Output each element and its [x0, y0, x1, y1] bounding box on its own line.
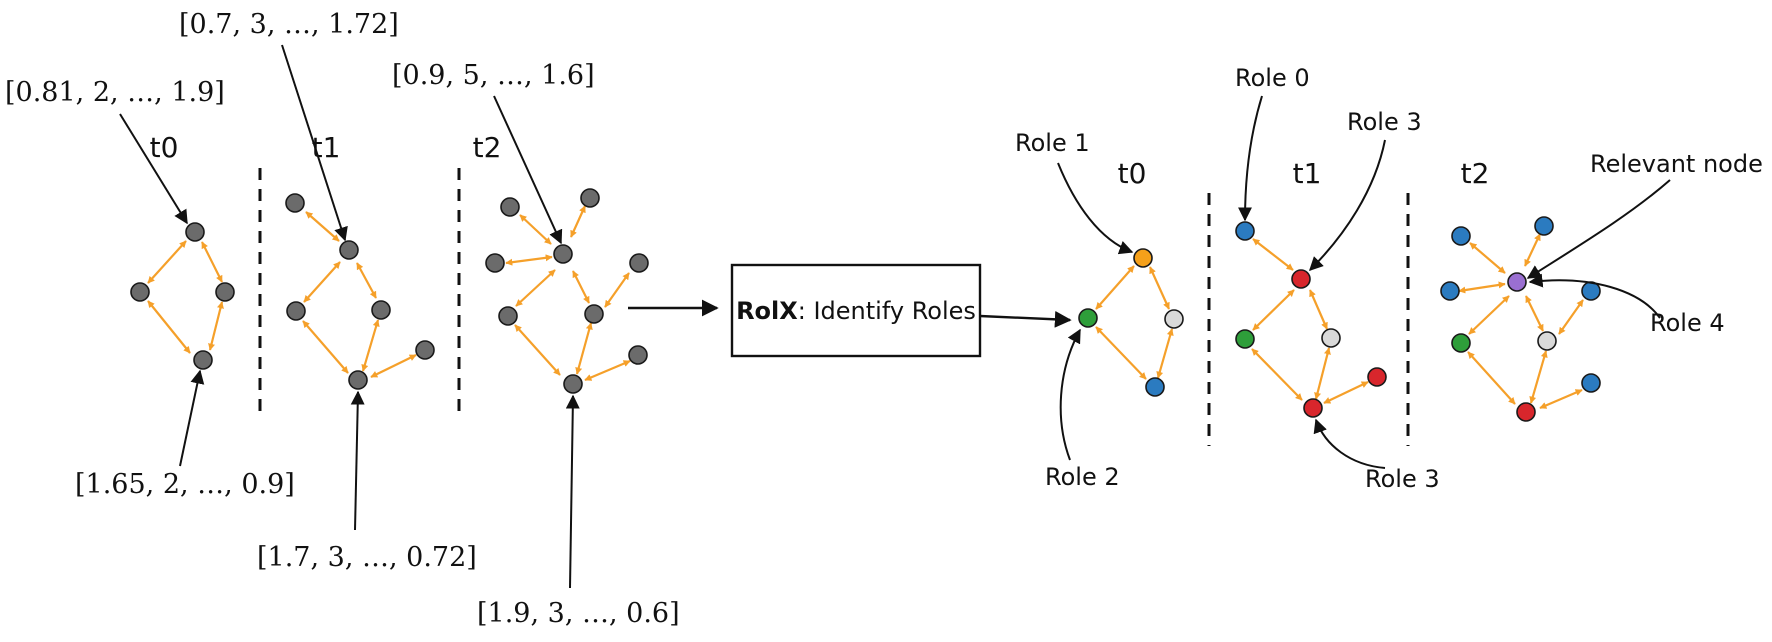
annotation-role-1: Role 1 [1015, 129, 1090, 157]
left-time-label-t2: t2 [473, 131, 502, 164]
annotation-role-4: Role 4 [1650, 309, 1725, 337]
node [553, 244, 573, 264]
node [415, 340, 435, 360]
annotation-role-3-bottom: Role 3 [1365, 465, 1440, 493]
vector-label: [1.65, 2, …, 0.9] [75, 469, 295, 500]
vector-label: [1.7, 3, …, 0.72] [257, 542, 477, 573]
node-role-2 [1235, 329, 1255, 349]
right-time-label-t2: t2 [1461, 157, 1490, 190]
left-graph-t2-edges [505, 205, 631, 382]
node-role-4-relevant [1507, 272, 1527, 292]
node [485, 253, 505, 273]
left-graph-t0-edges [147, 240, 224, 354]
node-neutral [1537, 331, 1557, 351]
node [580, 188, 600, 208]
node-role-0 [1235, 221, 1255, 241]
rolx-box [730, 263, 982, 358]
node [371, 300, 391, 320]
right-nodes-t2 [1440, 216, 1601, 422]
node [584, 304, 604, 324]
node-role-2 [1451, 333, 1471, 353]
node [185, 222, 205, 242]
node [348, 370, 368, 390]
rolx-label-bold: RolX [736, 297, 798, 325]
vector-label: [0.9, 5, …, 1.6] [392, 60, 595, 91]
right-graph-t0-edges [1095, 265, 1174, 380]
right-pointer-arrows [1057, 95, 1671, 469]
annotation-role-0: Role 0 [1235, 64, 1310, 92]
right-nodes-t0 [1078, 248, 1184, 397]
node-neutral [1164, 309, 1184, 329]
annotation-role-3-top: Role 3 [1347, 108, 1422, 136]
node [629, 253, 649, 273]
node-role-2 [1078, 308, 1098, 328]
rolx-label: RolX: Identify Roles [736, 297, 976, 325]
left-time-label-t1: t1 [312, 131, 341, 164]
node-neutral [1321, 328, 1341, 348]
node [193, 350, 213, 370]
node [628, 345, 648, 365]
node [215, 282, 235, 302]
node-role-3 [1367, 367, 1387, 387]
node-role-3 [1291, 269, 1311, 289]
node [563, 374, 583, 394]
node-role-0 [1145, 377, 1165, 397]
node-role-3 [1516, 402, 1536, 422]
node [498, 306, 518, 326]
node [130, 282, 150, 302]
right-graph-t1-edges [1251, 238, 1369, 404]
left-time-label-t0: t0 [150, 131, 179, 164]
node [286, 301, 306, 321]
node [285, 193, 305, 213]
node-role-0 [1451, 226, 1471, 246]
left-nodes [130, 188, 649, 394]
rolx-label-rest: : Identify Roles [798, 297, 976, 325]
node-role-0 [1581, 373, 1601, 393]
node [500, 197, 520, 217]
arrow-from-rolx [979, 310, 1072, 328]
annotation-relevant-node: Relevant node [1590, 150, 1763, 178]
right-time-label-t1: t1 [1293, 157, 1322, 190]
right-nodes-t1 [1235, 221, 1387, 418]
node-role-0 [1440, 281, 1460, 301]
annotation-role-2: Role 2 [1045, 463, 1120, 491]
node [339, 240, 359, 260]
node-role-1 [1133, 248, 1153, 268]
right-time-label-t0: t0 [1118, 157, 1147, 190]
left-graph-t1-edges [302, 211, 417, 378]
right-graph-t2-edges [1458, 233, 1584, 410]
node-role-0 [1534, 216, 1554, 236]
vector-label: [0.81, 2, …, 1.9] [5, 77, 225, 108]
node-role-3 [1303, 398, 1323, 418]
vector-label: [1.9, 3, …, 0.6] [477, 598, 680, 629]
left-pointer-arrows [119, 44, 580, 589]
vector-label: [0.7, 3, …, 1.72] [179, 9, 399, 40]
